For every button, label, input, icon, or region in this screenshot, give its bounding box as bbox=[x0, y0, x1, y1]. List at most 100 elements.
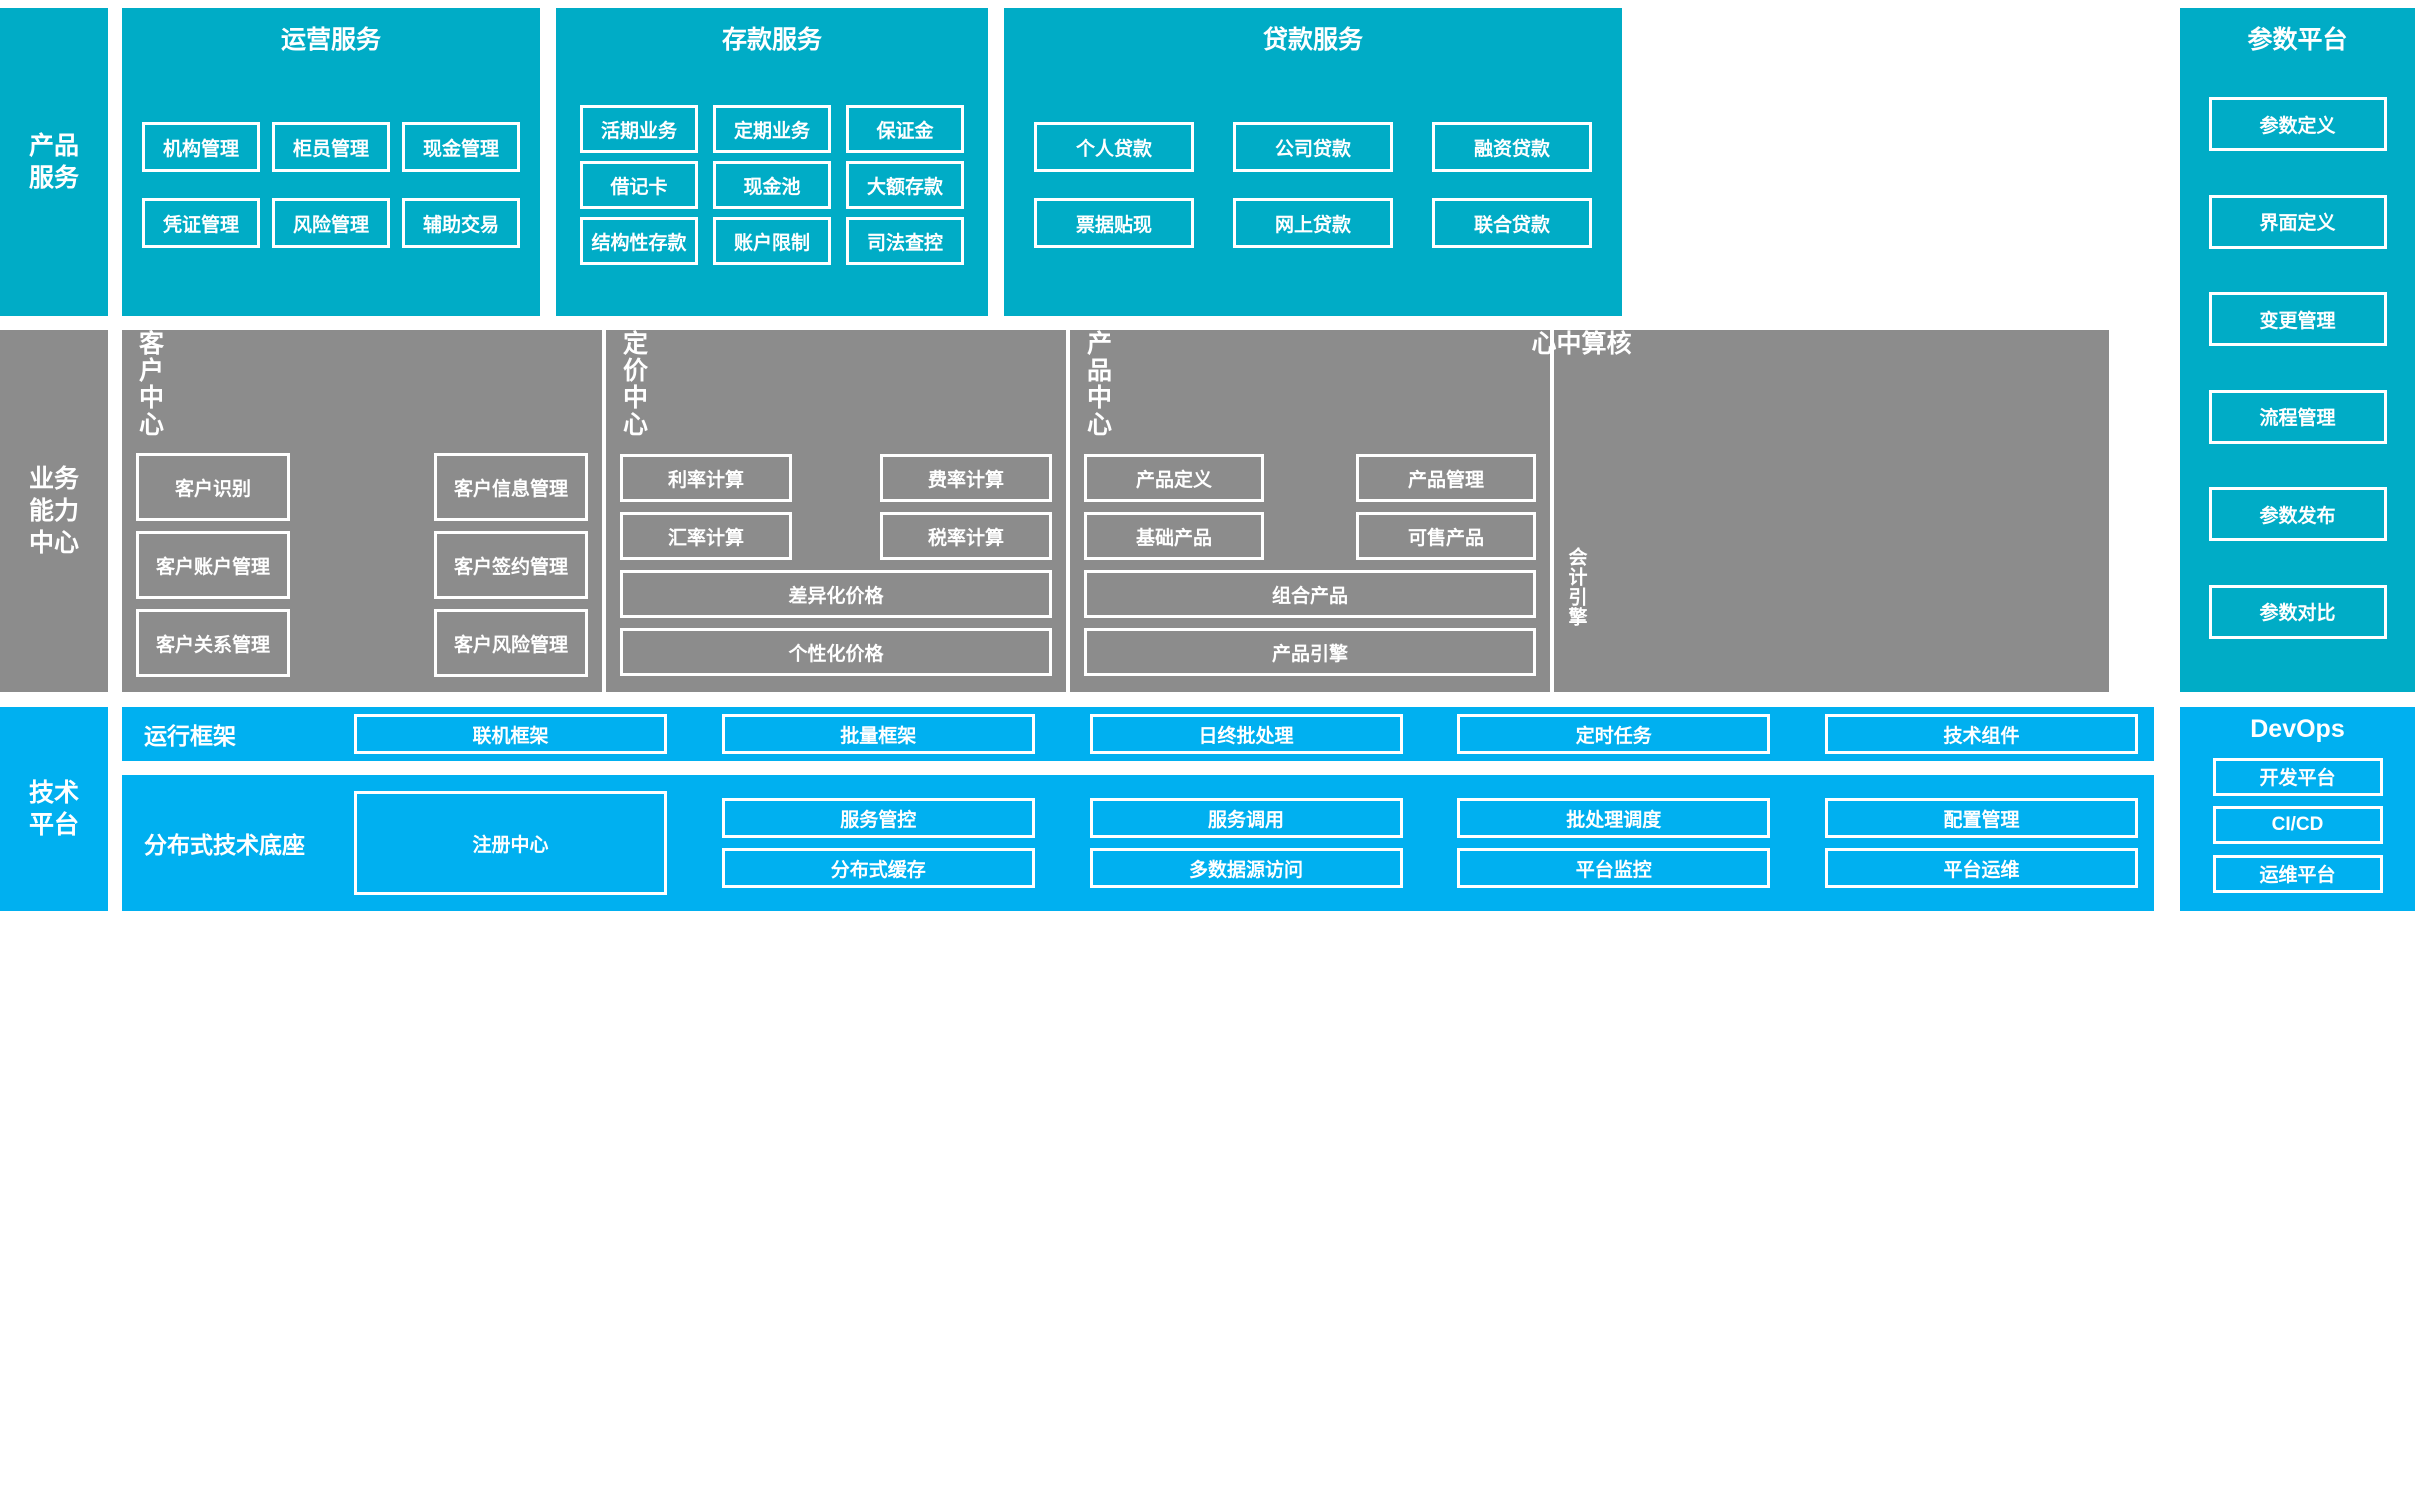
service-cell-margin[interactable]: 保证金 bbox=[846, 105, 964, 153]
service-row: 个人贷款 公司贷款 融资贷款 bbox=[1034, 122, 1592, 172]
tech-cell-platform-monitoring[interactable]: 平台监控 bbox=[1457, 848, 1770, 888]
devops-cell-development-platform[interactable]: 开发平台 bbox=[2213, 758, 2383, 796]
param-cell-process-management[interactable]: 流程管理 bbox=[2209, 390, 2387, 444]
tech-cell-service-invocation[interactable]: 服务调用 bbox=[1090, 798, 1403, 838]
service-cell-risk-management[interactable]: 风险管理 bbox=[272, 198, 390, 248]
capability-cell-product-management[interactable]: 产品管理 bbox=[1356, 454, 1536, 502]
capability-row: 基础产品 可售产品 bbox=[1084, 512, 1536, 560]
tech-cell-multi-datasource-access[interactable]: 多数据源访问 bbox=[1090, 848, 1403, 888]
capability-cell-foreign-currency-revaluation[interactable]: 外币重估 bbox=[1947, 1402, 2097, 1450]
service-cell-cash-management[interactable]: 现金管理 bbox=[402, 122, 520, 172]
layer-technical-platform: 技术 平台 运行框架 联机框架 批量框架 日终批处理 定时任务 技术组件 分布式… bbox=[0, 707, 2423, 911]
accounting-center-grid: 核算处理 清算处理 价税分离 对账处理 损益结转 外币重估 科目余额 月结年结 bbox=[1554, 1276, 2109, 1506]
tech-cell-end-of-day-batch[interactable]: 日终批处理 bbox=[1090, 714, 1403, 754]
service-cell-structured-deposit[interactable]: 结构性存款 bbox=[580, 217, 698, 265]
capability-cell-accounting-processing[interactable]: 核算处理 bbox=[1566, 1276, 1716, 1324]
service-cell-syndicated-loan[interactable]: 联合贷款 bbox=[1432, 198, 1592, 248]
capability-cell-customer-relationship-management[interactable]: 客户关系管理 bbox=[136, 609, 290, 677]
capability-cell-customer-account-management[interactable]: 客户账户管理 bbox=[136, 531, 290, 599]
service-row: 借记卡 现金池 大额存款 bbox=[580, 161, 964, 209]
devops-cell-operations-platform[interactable]: 运维平台 bbox=[2213, 855, 2383, 893]
service-row: 活期业务 定期业务 保证金 bbox=[580, 105, 964, 153]
group-operation-services: 运营服务 机构管理 柜员管理 现金管理 凭证管理 风险管理 辅助交易 bbox=[122, 8, 540, 316]
capability-cell-customer-info-management[interactable]: 客户信息管理 bbox=[434, 453, 588, 521]
capability-center-groups: 客户中心 客户识别 客户信息管理 客户账户管理 客户签约管理 客户关系管理 客户… bbox=[122, 330, 2109, 692]
group-title-operation: 运营服务 bbox=[122, 8, 540, 54]
param-cell-change-management[interactable]: 变更管理 bbox=[2209, 292, 2387, 346]
service-cell-auxiliary-transaction[interactable]: 辅助交易 bbox=[402, 198, 520, 248]
layer-label-line: 平台 bbox=[29, 809, 79, 841]
capability-cell-product-definition[interactable]: 产品定义 bbox=[1084, 454, 1264, 502]
capability-cell-customer-risk-management[interactable]: 客户风险管理 bbox=[434, 609, 588, 677]
service-cell-account-restriction[interactable]: 账户限制 bbox=[713, 217, 831, 265]
capability-cell-sellable-product[interactable]: 可售产品 bbox=[1356, 512, 1536, 560]
service-cell-large-deposit[interactable]: 大额存款 bbox=[846, 161, 964, 209]
service-row: 机构管理 柜员管理 现金管理 bbox=[142, 122, 520, 172]
param-cell-interface-definition[interactable]: 界面定义 bbox=[2209, 195, 2387, 249]
layer-product-services: 产品 服务 运营服务 机构管理 柜员管理 现金管理 凭证管理 风险管理 辅助交易 bbox=[0, 8, 2423, 316]
capability-cell-profit-loss-carryover[interactable]: 损益结转 bbox=[1566, 1402, 1716, 1450]
group-title-pricing-center: 定价中心 bbox=[606, 330, 660, 438]
service-cell-financing-loan[interactable]: 融资贷款 bbox=[1432, 122, 1592, 172]
param-cell-parameter-comparison[interactable]: 参数对比 bbox=[2209, 585, 2387, 639]
service-cell-online-loan[interactable]: 网上贷款 bbox=[1233, 198, 1393, 248]
capability-row: 利率计算 费率计算 bbox=[620, 454, 1052, 502]
service-cell-personal-loan[interactable]: 个人贷款 bbox=[1034, 122, 1194, 172]
group-pricing-center: 定价中心 利率计算 费率计算 汇率计算 税率计算 差异化价格 个性化价格 bbox=[606, 330, 1066, 692]
capability-cell-customer-identification[interactable]: 客户识别 bbox=[136, 453, 290, 521]
tech-cell-batch-framework[interactable]: 批量框架 bbox=[722, 714, 1035, 754]
capability-cell-exchange-rate-calculation[interactable]: 汇率计算 bbox=[620, 512, 792, 560]
capability-cell-customer-contract-management[interactable]: 客户签约管理 bbox=[434, 531, 588, 599]
group-loan-services: 贷款服务 个人贷款 公司贷款 融资贷款 票据贴现 网上贷款 联合贷款 bbox=[1004, 8, 1622, 316]
group-parameter-platform: 参数平台 参数定义 界面定义 变更管理 流程管理 参数发布 参数对比 bbox=[2180, 8, 2415, 692]
service-cell-cash-pool[interactable]: 现金池 bbox=[713, 161, 831, 209]
capability-cell-month-year-end-closing[interactable]: 月结年结 bbox=[1947, 1458, 2097, 1506]
group-title-accounting-center: 核算中心 bbox=[1554, 330, 1604, 357]
service-cell-bill-discount[interactable]: 票据贴现 bbox=[1034, 198, 1194, 248]
service-cell-org-management[interactable]: 机构管理 bbox=[142, 122, 260, 172]
tech-cell-column: 配置管理 平台运维 bbox=[1825, 791, 2138, 895]
layer-label-line: 产品 bbox=[29, 130, 79, 162]
capability-cell-reconciliation-processing[interactable]: 对账处理 bbox=[1947, 1332, 2097, 1380]
capability-cell-differentiated-pricing[interactable]: 差异化价格 bbox=[620, 570, 1052, 618]
service-cell-teller-management[interactable]: 柜员管理 bbox=[272, 122, 390, 172]
service-cell-corporate-loan[interactable]: 公司贷款 bbox=[1233, 122, 1393, 172]
tech-cell-platform-operations[interactable]: 平台运维 bbox=[1825, 848, 2138, 888]
product-center-grid: 产品定义 产品管理 基础产品 可售产品 组合产品 产品引擎 bbox=[1070, 438, 1550, 692]
capability-cell-account-balance[interactable]: 科目余额 bbox=[1566, 1458, 1716, 1506]
operation-service-grid: 机构管理 柜员管理 现金管理 凭证管理 风险管理 辅助交易 bbox=[122, 54, 540, 316]
tech-cell-scheduled-task[interactable]: 定时任务 bbox=[1457, 714, 1770, 754]
distributed-base-cells: 注册中心 服务管控 分布式缓存 服务调用 多数据源访问 批处理调度 平台监控 bbox=[332, 791, 2154, 895]
capability-cell-personalized-pricing[interactable]: 个性化价格 bbox=[620, 628, 1052, 676]
layer-business-capability-center: 业务 能力 中心 客户中心 客户识别 客户信息管理 客户账户管理 客户签约管理 bbox=[0, 330, 2423, 692]
service-cell-debit-card[interactable]: 借记卡 bbox=[580, 161, 698, 209]
tech-cell-configuration-management[interactable]: 配置管理 bbox=[1825, 798, 2138, 838]
deposit-service-grid: 活期业务 定期业务 保证金 借记卡 现金池 大额存款 结构性存款 账户限制 司法… bbox=[556, 54, 988, 316]
tech-cell-distributed-cache[interactable]: 分布式缓存 bbox=[722, 848, 1035, 888]
capability-cell-tax-rate-calculation[interactable]: 税率计算 bbox=[880, 512, 1052, 560]
capability-cell-settlement-processing[interactable]: 清算处理 bbox=[1947, 1276, 2097, 1324]
tech-cell-batch-scheduling[interactable]: 批处理调度 bbox=[1457, 798, 1770, 838]
param-cell-parameter-publish[interactable]: 参数发布 bbox=[2209, 487, 2387, 541]
tech-cell-registry-center[interactable]: 注册中心 bbox=[354, 791, 667, 895]
tech-cell-technical-component[interactable]: 技术组件 bbox=[1825, 714, 2138, 754]
capability-cell-composite-product[interactable]: 组合产品 bbox=[1084, 570, 1536, 618]
service-cell-time-business[interactable]: 定期业务 bbox=[713, 105, 831, 153]
band-title-runtime-framework: 运行框架 bbox=[122, 717, 332, 751]
service-cell-judicial-control[interactable]: 司法查控 bbox=[846, 217, 964, 265]
capability-cell-product-engine[interactable]: 产品引擎 bbox=[1084, 628, 1536, 676]
capability-row: 科目余额 月结年结 bbox=[1566, 1458, 2097, 1506]
service-cell-demand-business[interactable]: 活期业务 bbox=[580, 105, 698, 153]
loan-service-grid: 个人贷款 公司贷款 融资贷款 票据贴现 网上贷款 联合贷款 bbox=[1004, 54, 1622, 316]
tech-cell-online-framework[interactable]: 联机框架 bbox=[354, 714, 667, 754]
capability-row: 差异化价格 bbox=[620, 570, 1052, 618]
capability-cell-basic-product[interactable]: 基础产品 bbox=[1084, 512, 1264, 560]
devops-cell-cicd[interactable]: CI/CD bbox=[2213, 806, 2383, 844]
param-cell-parameter-definition[interactable]: 参数定义 bbox=[2209, 97, 2387, 151]
capability-cell-fee-rate-calculation[interactable]: 费率计算 bbox=[880, 454, 1052, 502]
capability-cell-interest-rate-calculation[interactable]: 利率计算 bbox=[620, 454, 792, 502]
tech-cell-service-governance[interactable]: 服务管控 bbox=[722, 798, 1035, 838]
layer-label-technical-platform: 技术 平台 bbox=[0, 707, 108, 911]
service-cell-voucher-management[interactable]: 凭证管理 bbox=[142, 198, 260, 248]
capability-cell-price-tax-separation[interactable]: 价税分离 bbox=[1566, 1332, 1716, 1380]
